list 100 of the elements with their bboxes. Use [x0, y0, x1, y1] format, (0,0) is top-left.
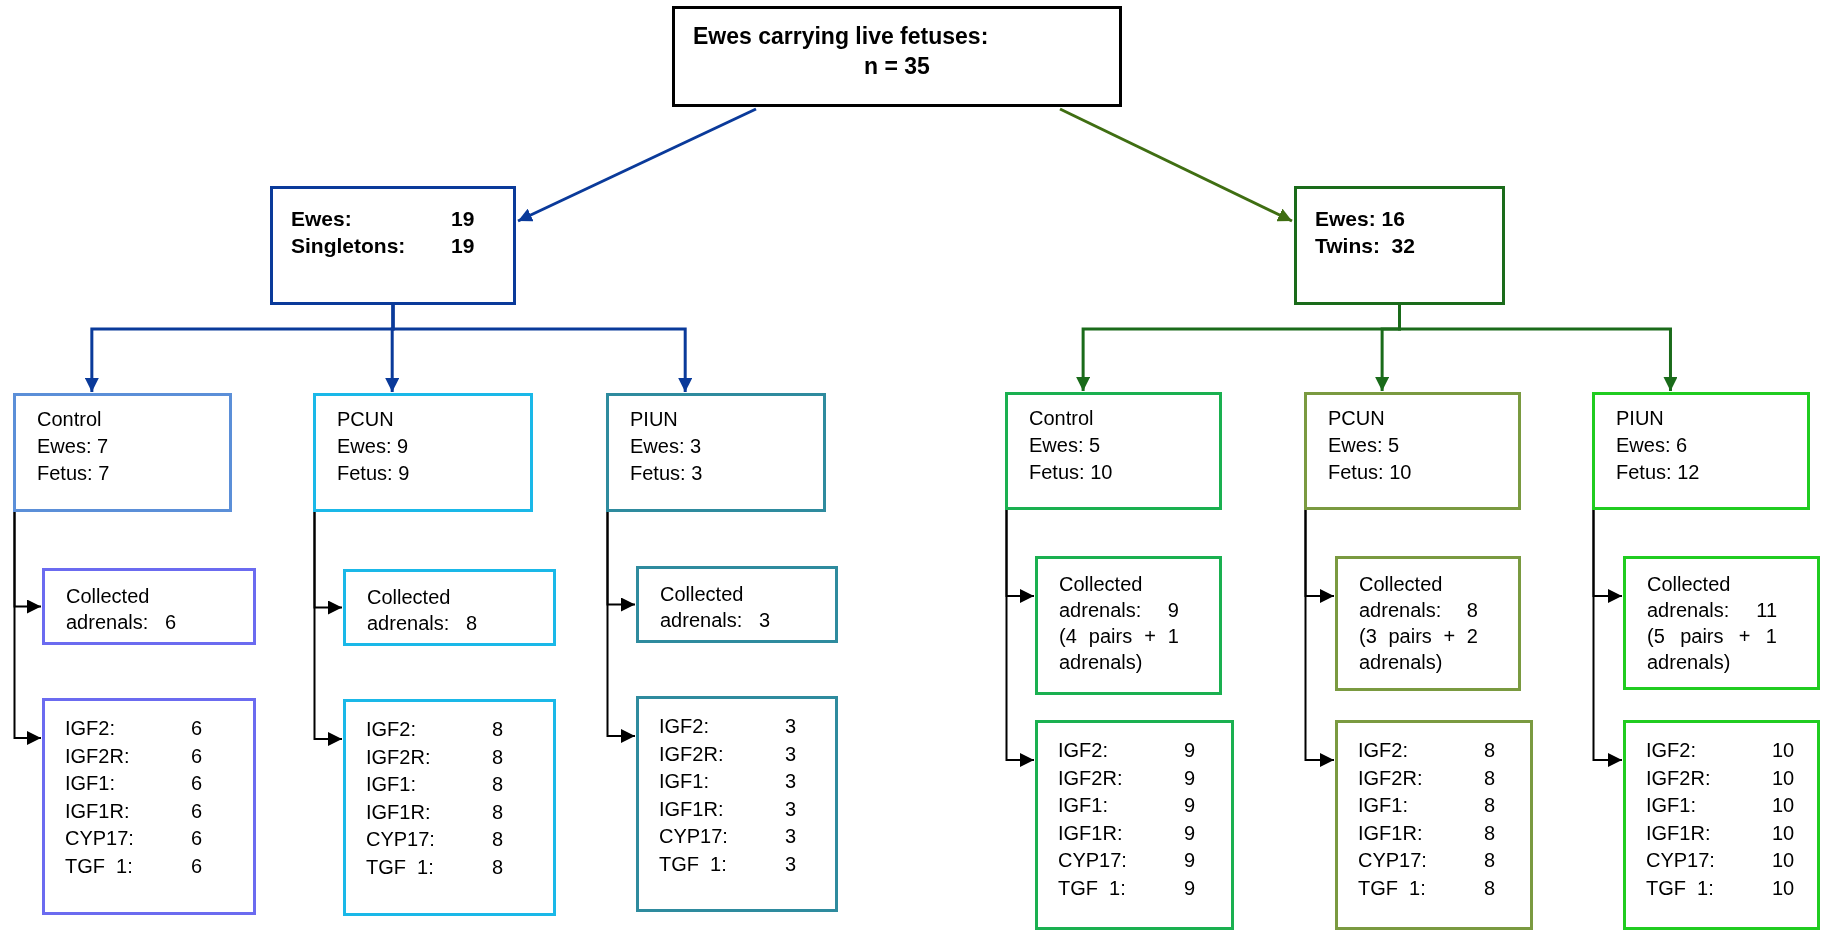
arrow — [1398, 305, 1678, 391]
gene-count-box — [1335, 720, 1533, 930]
count-label: TGF 1: — [366, 854, 435, 880]
count-label: IGF2: — [1646, 738, 1697, 763]
count-label: IGF1R: — [1358, 820, 1424, 846]
count-value: 8 — [492, 854, 504, 880]
count-label: IGF2: — [366, 717, 417, 742]
treatment-box — [1592, 392, 1810, 510]
count-label: IGF2: — [1058, 738, 1109, 763]
count-value: 3 — [785, 796, 797, 822]
arrow — [313, 511, 343, 746]
node-text: Fetus: 10 — [1029, 460, 1114, 485]
sample-box — [636, 566, 838, 643]
count-value: 8 — [492, 827, 504, 852]
treatment-box — [606, 393, 826, 512]
count-value: 3 — [785, 714, 797, 739]
arrow — [606, 511, 636, 743]
group-title: PIUN — [630, 407, 679, 432]
arrow — [1059, 107, 1293, 223]
count-label: Ewes: — [291, 206, 353, 232]
count-label: IGF1R: — [1646, 820, 1712, 846]
treatment-box — [13, 393, 232, 512]
node-text: Ewes: 5 — [1029, 433, 1102, 458]
arrow — [1592, 509, 1623, 767]
count-label: IGF2R: — [366, 744, 432, 770]
count-label: CYP17: — [1358, 848, 1428, 873]
node-text: Collected adrenals: 8 (3 pairs + 2 adrenals) — [1359, 572, 1478, 675]
node-text: Collected adrenals: 11 (5 pairs + 1 adrenals) — [1647, 572, 1777, 675]
count-value: 9 — [1184, 793, 1196, 818]
node-text: Twins: 32 — [1315, 233, 1416, 259]
count-value: 8 — [492, 744, 504, 770]
count-label: TGF 1: — [1058, 875, 1127, 901]
node-text: Fetus: 12 — [1616, 460, 1701, 485]
count-value: 10 — [1772, 820, 1795, 846]
count-label: IGF2R: — [65, 743, 131, 769]
count-value: 6 — [191, 826, 203, 851]
count-value: 3 — [785, 769, 797, 794]
count-value: 6 — [191, 853, 203, 879]
node-text: Collected adrenals: 6 — [66, 584, 178, 635]
count-label: IGF1R: — [659, 796, 725, 822]
node-text: Collected adrenals: 8 — [367, 585, 479, 636]
count-value: 3 — [785, 851, 797, 877]
count-value: 6 — [191, 798, 203, 824]
treatment-box — [313, 393, 533, 512]
count-value: 8 — [1484, 765, 1496, 791]
count-value: 10 — [1772, 765, 1795, 791]
sample-box — [1335, 556, 1521, 691]
count-value: 9 — [1184, 848, 1196, 873]
count-label: IGF2: — [1358, 738, 1409, 763]
node-text: Fetus: 10 — [1328, 460, 1413, 485]
arrow — [13, 511, 42, 745]
group-title: PCUN — [1328, 406, 1386, 431]
node-text: n = 35 — [863, 52, 931, 81]
count-label: IGF1: — [366, 772, 417, 797]
group-title: Control — [1029, 406, 1095, 431]
count-value: 8 — [1484, 875, 1496, 901]
count-value: 8 — [492, 717, 504, 742]
gene-count-box — [343, 699, 556, 916]
node-text: Fetus: 9 — [337, 461, 411, 486]
gene-count-box — [1623, 720, 1820, 930]
count-value: 10 — [1772, 738, 1795, 763]
group-title: Control — [37, 407, 103, 432]
count-label: IGF2R: — [1058, 765, 1124, 791]
gene-count-box — [1035, 720, 1234, 930]
count-value: 6 — [191, 716, 203, 741]
node-text: Ewes: 7 — [37, 434, 110, 459]
count-label: Singletons: — [291, 233, 407, 259]
node-text: Fetus: 3 — [630, 461, 704, 486]
count-label: IGF1: — [1358, 793, 1409, 818]
node-text: Collected adrenals: 9 (4 pairs + 1 adrenals) — [1059, 572, 1179, 675]
group-title: PIUN — [1616, 406, 1665, 431]
count-value: 8 — [1484, 820, 1496, 846]
count-value: 8 — [492, 772, 504, 797]
arrow — [391, 305, 693, 392]
count-label: IGF2R: — [1358, 765, 1424, 791]
count-value: 9 — [1184, 820, 1196, 846]
count-label: IGF1: — [659, 769, 710, 794]
node-text: Ewes: 5 — [1328, 433, 1401, 458]
sample-box — [1035, 556, 1222, 695]
count-value: 10 — [1772, 848, 1795, 873]
count-label: IGF2: — [65, 716, 116, 741]
count-label: CYP17: — [1646, 848, 1716, 873]
count-label: IGF1R: — [366, 799, 432, 825]
count-value: 8 — [1484, 848, 1496, 873]
arrow — [1304, 509, 1335, 767]
count-label: CYP17: — [366, 827, 436, 852]
sample-box — [42, 568, 256, 645]
node-text: Ewes: 9 — [337, 434, 410, 459]
node-text: Collected adrenals: 3 — [660, 582, 772, 633]
count-value: 8 — [492, 799, 504, 825]
node-text: Fetus: 7 — [37, 461, 111, 486]
count-label: IGF1R: — [1058, 820, 1124, 846]
count-label: CYP17: — [65, 826, 135, 851]
group-box — [1294, 186, 1505, 305]
count-value: 9 — [1184, 765, 1196, 791]
gene-count-box — [42, 698, 256, 915]
count-label: IGF2R: — [659, 741, 725, 767]
root-box — [672, 6, 1122, 107]
count-label: TGF 1: — [1646, 875, 1715, 901]
count-value: 6 — [191, 771, 203, 796]
